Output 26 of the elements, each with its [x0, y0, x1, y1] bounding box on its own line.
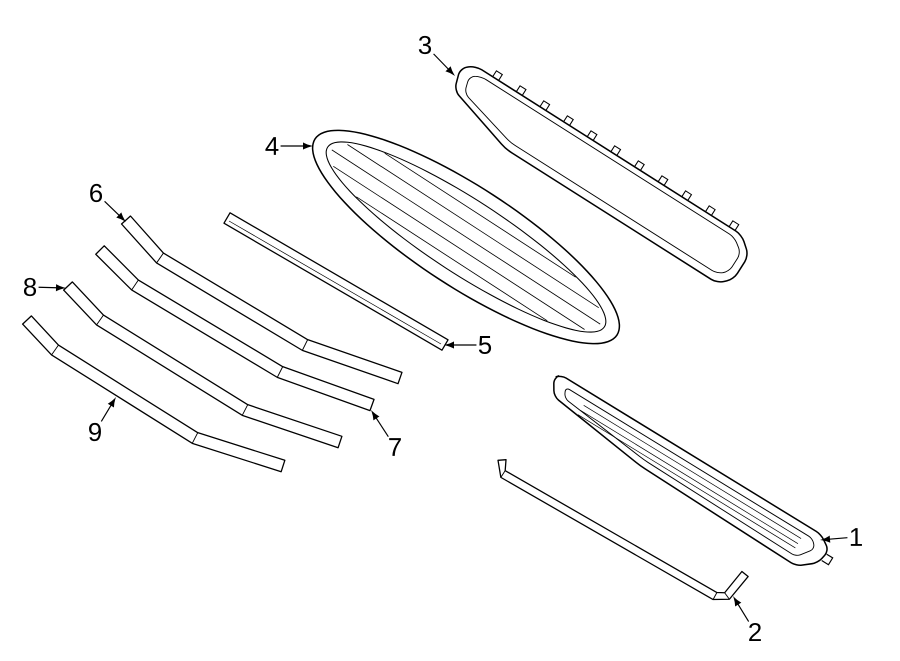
- leader-arrow: [734, 598, 750, 622]
- leader-arrow: [446, 342, 476, 348]
- callout-number: 3: [418, 36, 432, 54]
- molding-drawing: [223, 212, 449, 351]
- grille-frame-drawing: [455, 66, 748, 283]
- callout-number: 1: [850, 528, 862, 546]
- leader-arrow: [100, 398, 116, 422]
- molding-drawing: [120, 215, 403, 384]
- callout-number: 2: [749, 623, 761, 641]
- callout-number: 8: [24, 278, 36, 296]
- callout-number: 6: [90, 184, 102, 202]
- callout-number: 5: [478, 336, 492, 354]
- molding-drawing: [22, 315, 286, 472]
- leader-arrow: [104, 200, 125, 221]
- callout-number: 9: [89, 422, 101, 442]
- leader-arrow: [38, 284, 64, 291]
- leader-arrow: [372, 412, 389, 438]
- molding-drawing: [497, 459, 749, 600]
- molding-drawing: [62, 281, 343, 448]
- callout-number: 4: [265, 137, 278, 155]
- callout-number: 7: [389, 438, 401, 456]
- lower-grille-drawing: [553, 374, 834, 566]
- leader-arrow: [433, 53, 454, 75]
- leader-arrow: [280, 142, 312, 150]
- leader-arrow: [822, 536, 848, 542]
- molding-drawing: [95, 245, 375, 412]
